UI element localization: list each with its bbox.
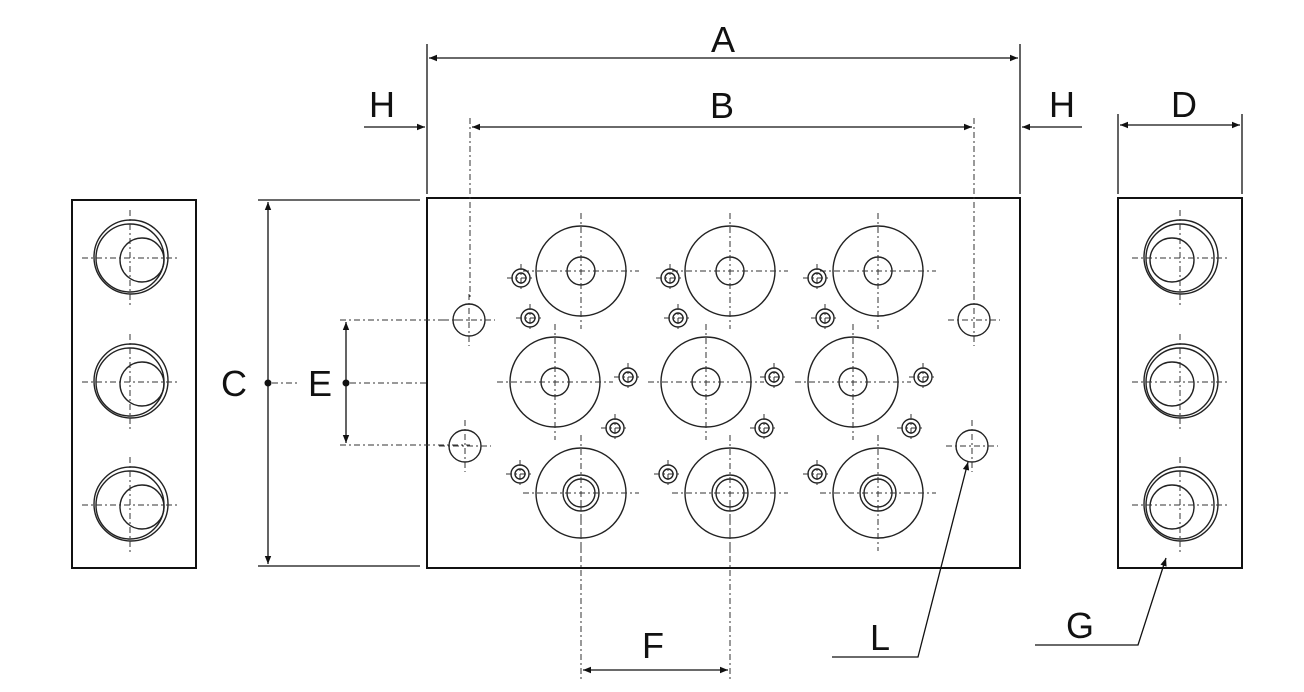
main-view-features — [439, 213, 1000, 551]
side-port — [82, 334, 178, 430]
label-g: G — [1066, 605, 1094, 646]
pilot-port — [664, 304, 692, 332]
label-c: C — [221, 363, 247, 404]
label-b: B — [710, 85, 734, 126]
mounting-hole — [948, 294, 1000, 346]
pilot-port — [750, 414, 778, 442]
label-l: L — [870, 617, 890, 658]
label-h-right: H — [1049, 84, 1075, 125]
dimension-a: A — [426, 19, 1021, 194]
right-view-outline — [1117, 197, 1243, 569]
dimension-e: E — [308, 319, 470, 446]
main-port — [820, 213, 936, 329]
dimension-h-right: H — [1022, 84, 1082, 131]
pilot-port — [614, 363, 642, 391]
left-view-outline — [71, 199, 197, 569]
mounting-hole — [439, 420, 491, 472]
left-side-view — [71, 199, 197, 569]
pilot-port — [506, 460, 534, 488]
side-port — [1132, 334, 1228, 430]
label-f: F — [642, 625, 664, 666]
pilot-port — [897, 414, 925, 442]
pilot-port — [909, 363, 937, 391]
leader-g: G — [1035, 557, 1167, 646]
pilot-port — [507, 264, 535, 292]
dimension-c: C — [221, 199, 420, 567]
dimension-f: F — [580, 500, 731, 680]
dimension-d: D — [1117, 84, 1243, 194]
label-e: E — [308, 363, 332, 404]
main-port — [820, 435, 936, 551]
dimension-h-left: H — [364, 84, 425, 131]
left-view-ports — [82, 210, 178, 553]
right-side-view — [1117, 197, 1243, 569]
pilot-port — [811, 304, 839, 332]
pilot-port — [601, 414, 629, 442]
leader-l: L — [832, 461, 970, 658]
main-front-view — [426, 197, 1021, 569]
pilot-port — [803, 460, 831, 488]
dimension-b: B — [469, 85, 975, 300]
label-a: A — [711, 19, 735, 60]
main-port — [648, 324, 764, 440]
main-port — [497, 324, 613, 440]
pilot-port — [656, 264, 684, 292]
main-port — [672, 213, 788, 329]
main-port — [795, 324, 911, 440]
side-port — [82, 210, 178, 306]
main-view-outline — [426, 197, 1021, 569]
mounting-hole — [946, 420, 998, 472]
pilot-port — [803, 264, 831, 292]
label-d: D — [1171, 84, 1197, 125]
pilot-port — [654, 460, 682, 488]
pilot-port — [516, 304, 544, 332]
label-h-left: H — [369, 84, 395, 125]
side-port — [1132, 210, 1228, 306]
side-port — [1132, 457, 1228, 553]
main-port — [523, 213, 639, 329]
pilot-port — [760, 363, 788, 391]
side-port — [82, 457, 178, 553]
right-view-ports — [1132, 210, 1228, 553]
